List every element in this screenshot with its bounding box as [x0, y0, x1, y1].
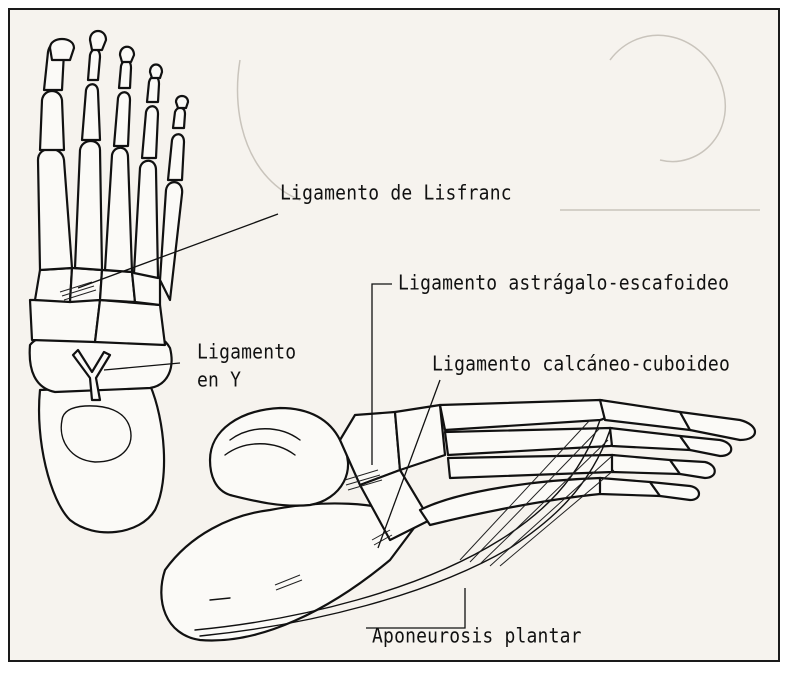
metatarsal-5: [160, 182, 182, 300]
label-lisfranc: Ligamento de Lisfranc: [280, 181, 512, 205]
metatarsal-lateral-1: [440, 400, 608, 430]
label-calcaneo-cuboideo: Ligamento calcáneo-cuboideo: [432, 352, 730, 376]
label-astragalo-escafoideo: Ligamento astrágalo-escafoideo: [398, 271, 729, 295]
leader-aponeurosis: [366, 588, 465, 628]
lateral-foot-skeleton: [161, 400, 755, 640]
dorsal-foot-skeleton: [30, 31, 188, 532]
label-y-line1: Ligamento: [197, 340, 296, 364]
metatarsal-2: [75, 141, 102, 270]
cuboid-bone: [95, 300, 165, 345]
metatarsal-1: [38, 149, 72, 270]
label-aponeurosis: Aponeurosis plantar: [372, 624, 582, 648]
metatarsal-3: [105, 148, 132, 272]
navicular-bone: [30, 300, 100, 342]
label-y-line2: en Y: [197, 368, 241, 392]
talus-lateral: [210, 408, 348, 506]
